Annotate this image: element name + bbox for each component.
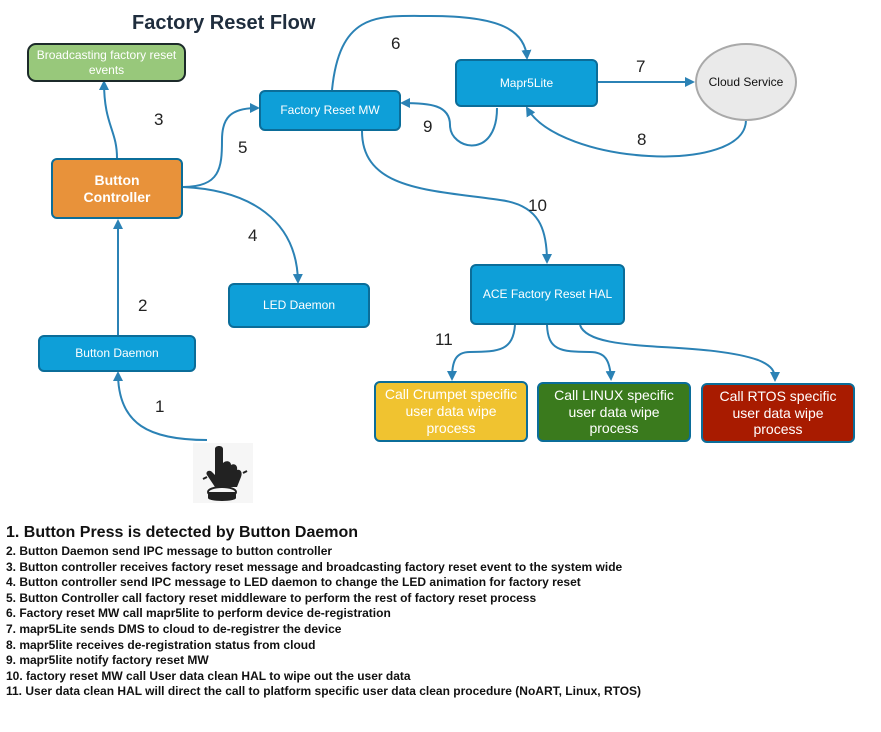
- broadcasting-events-label: Broadcasting factory reset events: [36, 48, 177, 77]
- note-3: 3. Button controller receives factory re…: [6, 559, 623, 574]
- edge-11a: [447, 324, 516, 381]
- ace-factory-reset-hal-label: ACE Factory Reset HAL: [482, 287, 613, 302]
- note-4: 4. Button controller send IPC message to…: [6, 575, 581, 590]
- edge-1: [113, 371, 208, 441]
- step-label-4: 4: [248, 226, 258, 245]
- edge-3: [99, 80, 118, 159]
- edge-8: [525, 106, 747, 158]
- edge-11b: [546, 324, 616, 381]
- linux-wipe-box: Call LINUX specific user data wipe proce…: [537, 382, 691, 442]
- step-label-1: 1: [155, 397, 165, 416]
- note-5: 5. Button Controller call factory reset …: [6, 590, 537, 605]
- edge-6: [331, 14, 532, 91]
- note-1: 1. Button Press is detected by Button Da…: [6, 524, 359, 541]
- button-daemon-box: Button Daemon: [38, 335, 196, 372]
- button-controller-box: Button Controller: [51, 158, 183, 219]
- step-label-2: 2: [138, 296, 148, 315]
- note-10: 10. factory reset MW call User data clea…: [6, 668, 411, 683]
- steps-description-list: 1. Button Press is detected by Button Da…: [6, 524, 876, 700]
- note-7: 7. mapr5Lite sends DMS to cloud to de-re…: [6, 621, 342, 636]
- edge-4: [182, 186, 303, 284]
- led-daemon-box: LED Daemon: [228, 283, 370, 328]
- step-label-6: 6: [391, 34, 401, 53]
- step-label-9: 9: [423, 117, 433, 136]
- note-8: 8. mapr5lite receives de-registration st…: [6, 637, 316, 652]
- factory-reset-mw-label: Factory Reset MW: [280, 103, 380, 118]
- ace-factory-reset-hal-box: ACE Factory Reset HAL: [470, 264, 625, 325]
- rtos-wipe-label: Call RTOS specific user data wipe proces…: [719, 387, 837, 438]
- button-controller-label: Button Controller: [83, 171, 151, 205]
- cloud-service-label: Cloud Service: [708, 74, 784, 89]
- finger-press-button-icon: [193, 443, 253, 503]
- note-11: 11. User data clean HAL will direct the …: [6, 684, 642, 699]
- edge-10: [361, 130, 552, 264]
- step-label-7: 7: [636, 57, 646, 76]
- note-2: 2. Button Daemon send IPC message to but…: [6, 544, 333, 558]
- button-daemon-label: Button Daemon: [75, 346, 159, 361]
- step-label-8: 8: [637, 130, 647, 149]
- mapr5lite-box: Mapr5Lite: [455, 59, 598, 107]
- broadcasting-events-box: Broadcasting factory reset events: [27, 43, 186, 82]
- led-daemon-label: LED Daemon: [262, 298, 336, 313]
- edge-5: [182, 103, 260, 188]
- crumpet-wipe-label: Call Crumpet specific user data wipe pro…: [384, 386, 518, 436]
- step-label-10: 10: [528, 196, 547, 215]
- edge-11c: [579, 324, 780, 382]
- crumpet-wipe-box: Call Crumpet specific user data wipe pro…: [374, 381, 528, 442]
- rtos-wipe-box: Call RTOS specific user data wipe proces…: [701, 383, 855, 443]
- diagram-title: Factory Reset Flow: [132, 12, 316, 34]
- factory-reset-mw-box: Factory Reset MW: [259, 90, 401, 131]
- step-label-11: 11: [435, 330, 453, 349]
- step-label-3: 3: [154, 110, 164, 129]
- linux-wipe-label: Call LINUX specific user data wipe proce…: [554, 386, 674, 437]
- step-label-5: 5: [238, 138, 248, 157]
- mapr5lite-label: Mapr5Lite: [499, 75, 554, 90]
- cloud-service-ellipse: Cloud Service: [695, 43, 797, 121]
- note-9: 9. mapr5lite notify factory reset MW: [6, 653, 209, 668]
- edge-9: [400, 98, 498, 147]
- note-6: 6. Factory reset MW call mapr5lite to pe…: [6, 606, 391, 621]
